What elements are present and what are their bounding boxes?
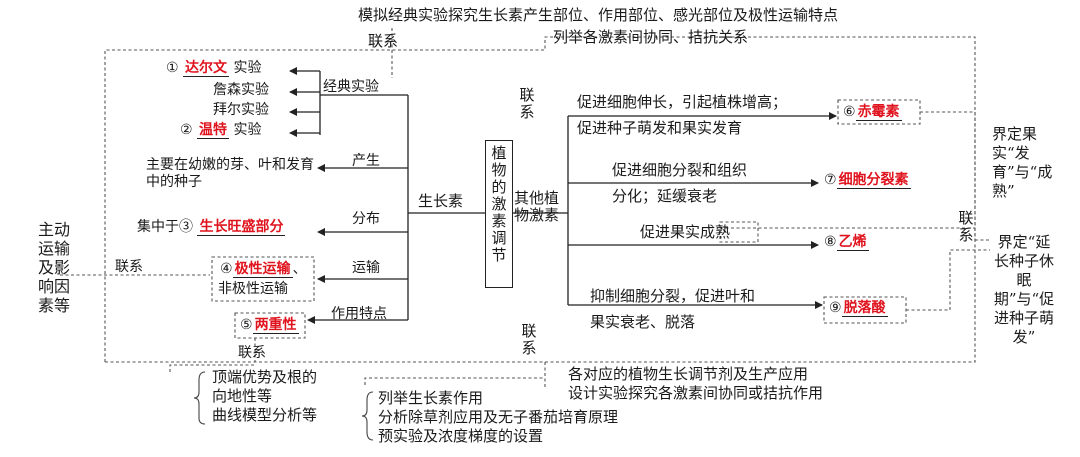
distribute-answer: 生长旺盛部分: [197, 219, 286, 236]
h1-num: ⑥: [843, 104, 856, 120]
bottom-left-1: 顶端优势及根的: [212, 368, 318, 386]
h2-answer: 细胞分裂素: [836, 172, 911, 189]
link-label-far-right: 联系: [958, 209, 974, 244]
link-label-bottom-left: 联系: [238, 345, 266, 361]
link-label-top: 联系: [368, 32, 399, 50]
h3-text: 促进果实成熟: [640, 223, 731, 241]
exp-suffix-1: 实验: [233, 60, 262, 76]
h1-text-1: 促进细胞伸长，引起植株增高；: [577, 93, 788, 111]
experiment-jensen: 詹森实验: [213, 82, 269, 98]
bottom-right-1: 各对应的植物生长调节剂及生产应用: [568, 365, 809, 383]
h2-text-2: 分化；延缓衰老: [612, 187, 718, 205]
distribute-text: 集中于③ 生长旺盛部分: [137, 219, 286, 236]
h1-answer: 赤霉素: [855, 104, 902, 121]
exp-num-1: ①: [166, 60, 179, 76]
link-label-right-top: 联系: [519, 86, 535, 121]
effect-label: 作用特点: [331, 306, 387, 322]
top-note-2: 列举各激素间协同、拮抗关系: [553, 28, 749, 46]
bottom-mid-1: 列举生长素作用: [378, 389, 484, 407]
h4-text-1: 抑制细胞分裂，促进叶和: [590, 287, 756, 305]
transport-other: 非极性运输: [218, 281, 288, 297]
h2-text-1: 促进细胞分裂和组织: [612, 161, 748, 179]
transport-answer: 极性运输: [232, 261, 293, 278]
effect-answer: 两重性: [252, 317, 299, 334]
experiment-went: ② 温特 实验: [180, 122, 261, 139]
auxin-node: 生长素: [418, 192, 464, 210]
bottom-right-2: 设计实验探究各激素间协同或拮抗作用: [568, 384, 824, 402]
distribute-label: 分布: [352, 211, 380, 227]
classic-experiments-label: 经典实验: [323, 79, 379, 95]
dashed-frame: [104, 36, 976, 363]
h1-text-2: 促进种子萌发和果实发育: [577, 119, 743, 137]
bottom-left-3: 曲线模型分析等: [212, 406, 318, 424]
bottom-mid-2: 分析除草剂应用及无子番茄培育原理: [378, 408, 619, 426]
h3-num: ⑧: [824, 234, 837, 250]
right-note-2: 界定“延长种子休眠期”与“促进种子萌发”: [993, 233, 1055, 346]
top-note-1: 模拟经典实验探究生长素产生部位、作用部位、感光部位及极性运输特点: [358, 6, 839, 24]
produce-text: 主要在幼嫩的芽、叶和发育中的种子: [146, 157, 314, 190]
distribute-prefix: 集中于③: [137, 219, 193, 235]
h3-answer: 乙烯: [836, 234, 869, 251]
h2-num: ⑦: [824, 172, 837, 188]
h4-num: ⑨: [829, 300, 842, 316]
other-hormones-node: 其他植物激素: [514, 189, 560, 224]
exp-suffix-4: 实验: [233, 122, 262, 138]
center-box: 植物的激素调节: [485, 140, 513, 288]
experiment-paal: 拜尔实验: [213, 102, 269, 118]
effect-num: ⑤: [240, 317, 253, 333]
transport-num: ④: [220, 261, 233, 277]
experiment-darwin: ① 达尔文 实验: [166, 60, 261, 77]
produce-label: 产生: [352, 153, 380, 169]
transport-label: 运输: [352, 260, 380, 276]
bottom-left-2: 向地性等: [212, 387, 273, 405]
transport-sep: 、: [292, 261, 307, 277]
right-note-1: 界定果实“发育”与“成熟”: [992, 125, 1053, 200]
exp-answer-darwin: 达尔文: [183, 60, 230, 77]
bottom-mid-3: 预实验及浓度梯度的设置: [378, 427, 544, 445]
link-label-left: 联系: [115, 259, 143, 275]
h4-answer: 脱落酸: [841, 300, 888, 317]
exp-num-4: ②: [180, 122, 193, 138]
exp-answer-went: 温特: [197, 122, 230, 139]
left-note: 主动运输及影响因素等: [38, 220, 71, 315]
center-title: 植物的激素调节: [491, 144, 507, 264]
h4-text-2: 果实衰老、脱落: [590, 313, 696, 331]
link-label-right-bottom: 联系: [521, 322, 537, 357]
